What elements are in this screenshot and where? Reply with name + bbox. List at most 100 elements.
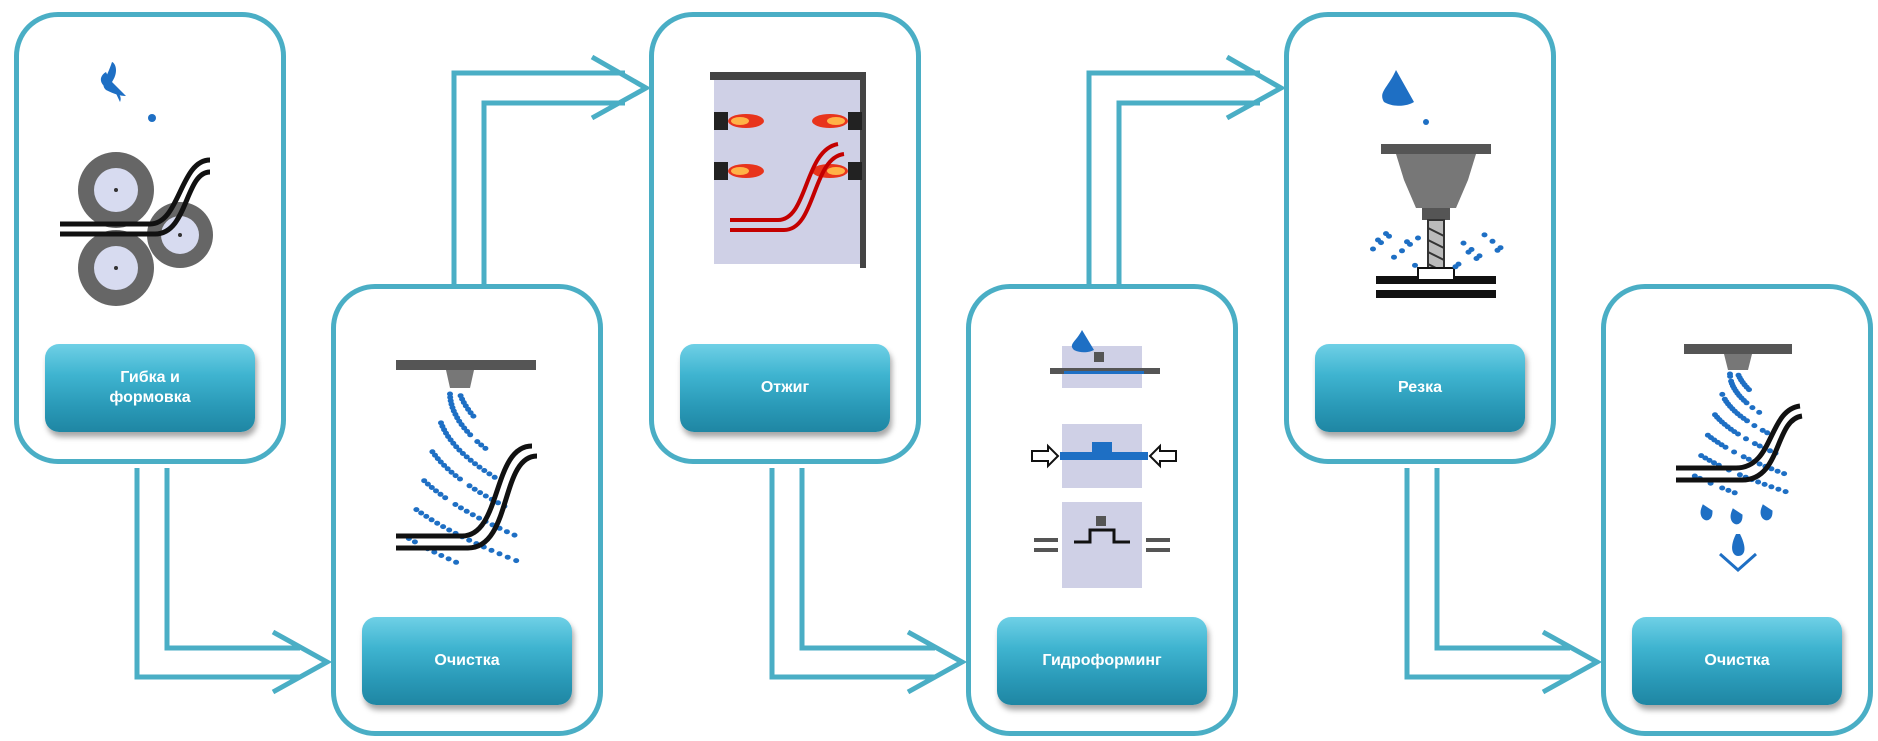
spray-droplet	[453, 444, 460, 450]
spray-droplet	[434, 456, 441, 462]
spray-droplet	[482, 445, 489, 451]
spray-droplet	[1708, 435, 1714, 441]
spray-droplet	[447, 398, 454, 404]
spray-droplet	[1455, 261, 1462, 267]
spray-droplet	[1698, 453, 1705, 459]
spray-droplet	[443, 430, 449, 436]
spray-droplet	[513, 558, 520, 564]
spray-droplet	[1768, 466, 1775, 472]
arrow-step3-to-step4	[769, 468, 968, 695]
spray-droplet	[1399, 248, 1405, 254]
spray-droplet	[449, 405, 456, 411]
spray-droplet	[421, 478, 428, 484]
spray-droplet	[1391, 254, 1397, 260]
spray-droplet	[470, 413, 477, 419]
spray-droplet	[446, 527, 453, 533]
spray-droplet	[442, 495, 449, 501]
step-button-5[interactable]: Резка	[1315, 344, 1525, 432]
annealing-furnace-icon	[710, 72, 866, 268]
spray-droplet	[1774, 468, 1781, 474]
spray-droplet	[1481, 232, 1488, 238]
spray-droplet	[476, 464, 483, 470]
spray-droplet	[1756, 443, 1763, 449]
spray-droplet	[1738, 377, 1745, 383]
spray-droplet	[1737, 413, 1744, 419]
spray-droplet	[463, 508, 470, 514]
spray-droplet	[496, 551, 503, 557]
spray-droplet	[1725, 487, 1732, 493]
spray-droplet	[467, 432, 474, 438]
spray-droplet	[1734, 390, 1741, 396]
spray-droplet	[511, 532, 518, 538]
spray-droplet	[1691, 473, 1698, 479]
spray-cleaning-icon	[396, 360, 538, 565]
spray-droplet	[1731, 408, 1738, 414]
spray-droplet	[472, 461, 478, 467]
spray-droplet	[1727, 426, 1734, 432]
spray-droplet	[452, 411, 459, 417]
spray-droplet	[1489, 238, 1496, 244]
step-button-6[interactable]: Очистка	[1632, 617, 1842, 705]
spray-droplet	[1731, 385, 1738, 391]
spray-droplet	[1719, 391, 1726, 397]
spray-droplet	[491, 474, 498, 480]
spray-droplet	[444, 466, 451, 472]
spray-droplet	[1711, 460, 1717, 466]
spray-droplet	[431, 549, 438, 555]
step-button-2[interactable]: Очистка	[362, 617, 572, 705]
spray-droplet	[1712, 412, 1718, 418]
spray-droplet	[1731, 449, 1738, 455]
spray-droplet	[456, 418, 463, 424]
spray-droplet	[457, 393, 464, 399]
spray-droplet	[457, 476, 463, 482]
arrow-step4-to-step5	[1086, 54, 1287, 285]
spray-droplet	[428, 517, 435, 523]
spray-droplet	[1767, 448, 1773, 454]
arrow-step1-to-step2	[134, 468, 333, 695]
arrow-step2-to-step3	[451, 54, 652, 285]
step-button-1[interactable]: Гибка и формовка	[45, 344, 255, 432]
spray-droplet	[1415, 235, 1421, 241]
spray-droplet	[1722, 444, 1729, 450]
spray-droplet	[1764, 430, 1771, 436]
step-button-4[interactable]: Гидроформинг	[997, 617, 1207, 705]
spray-droplet	[1749, 405, 1756, 411]
spray-droplet	[1743, 400, 1750, 406]
spray-droplet	[1468, 247, 1475, 252]
spray-droplet	[452, 473, 459, 479]
bending-rollers-icon	[60, 62, 213, 306]
spray-droplet	[1759, 427, 1766, 433]
step-button-3[interactable]: Отжиг	[680, 344, 890, 432]
spray-droplet	[474, 439, 481, 445]
spray-droplet	[460, 400, 467, 405]
spray-droplet	[504, 554, 511, 560]
spray-droplet	[452, 502, 459, 507]
hydroforming-press-icon	[1031, 330, 1177, 588]
spray-droplet	[1755, 479, 1762, 485]
spray-rinse-icon	[1676, 344, 1803, 573]
spray-droplet	[1370, 246, 1376, 252]
spray-droplet	[1743, 436, 1749, 442]
spray-droplet	[1751, 423, 1758, 429]
spray-droplet	[440, 524, 447, 530]
spray-droplet	[1782, 489, 1789, 495]
spray-droplet	[1476, 253, 1483, 259]
spray-droplet	[1721, 421, 1728, 427]
spray-droplet	[1735, 431, 1741, 437]
spray-droplet	[1768, 484, 1775, 490]
spray-droplet	[413, 507, 420, 513]
spray-droplet	[1751, 441, 1758, 447]
arrow-step5-to-step6	[1404, 468, 1603, 695]
spray-droplet	[437, 491, 444, 497]
spray-droplet	[1460, 240, 1467, 246]
spray-droplet	[1716, 417, 1723, 423]
spray-droplet	[447, 437, 454, 443]
spray-droplet	[453, 559, 460, 565]
spray-droplet	[459, 451, 466, 456]
spray-droplet	[486, 471, 493, 477]
spray-droplet	[467, 457, 474, 463]
spray-droplet	[456, 447, 463, 453]
spray-droplet	[1727, 403, 1734, 409]
spray-droplet	[466, 483, 473, 489]
